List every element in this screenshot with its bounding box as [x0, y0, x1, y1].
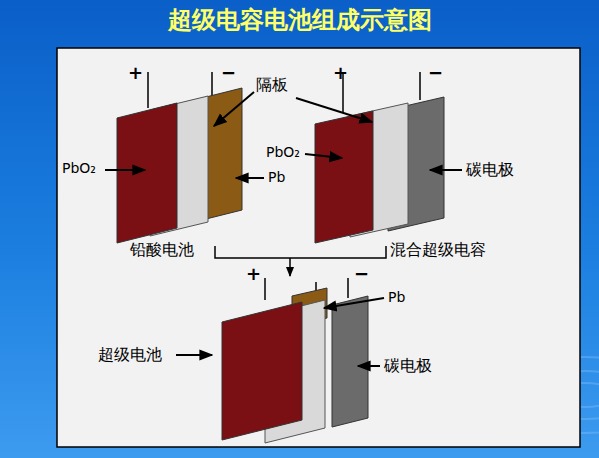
part-label: 隔板 [256, 76, 288, 94]
super-battery [222, 278, 368, 443]
part-label: 碳电极 [384, 357, 432, 375]
page-title: 超级电容电池组成示意图 [0, 6, 599, 35]
part-label: PbO₂ [62, 161, 96, 176]
group-label: 混合超级电容 [390, 241, 486, 259]
panel [57, 48, 580, 447]
terminal-sign: + [333, 63, 348, 83]
part-label: Pb [268, 170, 285, 185]
terminal-sign: + [128, 63, 143, 83]
leader-arrow [105, 92, 462, 366]
part-label: Pb [388, 290, 405, 305]
part-label: PbO₂ [266, 145, 300, 160]
part-label: 超级电池 [98, 346, 162, 364]
terminal-sign: − [428, 63, 443, 83]
part-label: 碳电极 [466, 161, 514, 179]
group-label: 铅酸电池 [130, 241, 194, 259]
terminal-sign: + [246, 264, 261, 284]
lead-acid-battery [117, 72, 242, 243]
terminal-sign: − [221, 63, 236, 83]
terminal-sign: − [354, 264, 369, 284]
